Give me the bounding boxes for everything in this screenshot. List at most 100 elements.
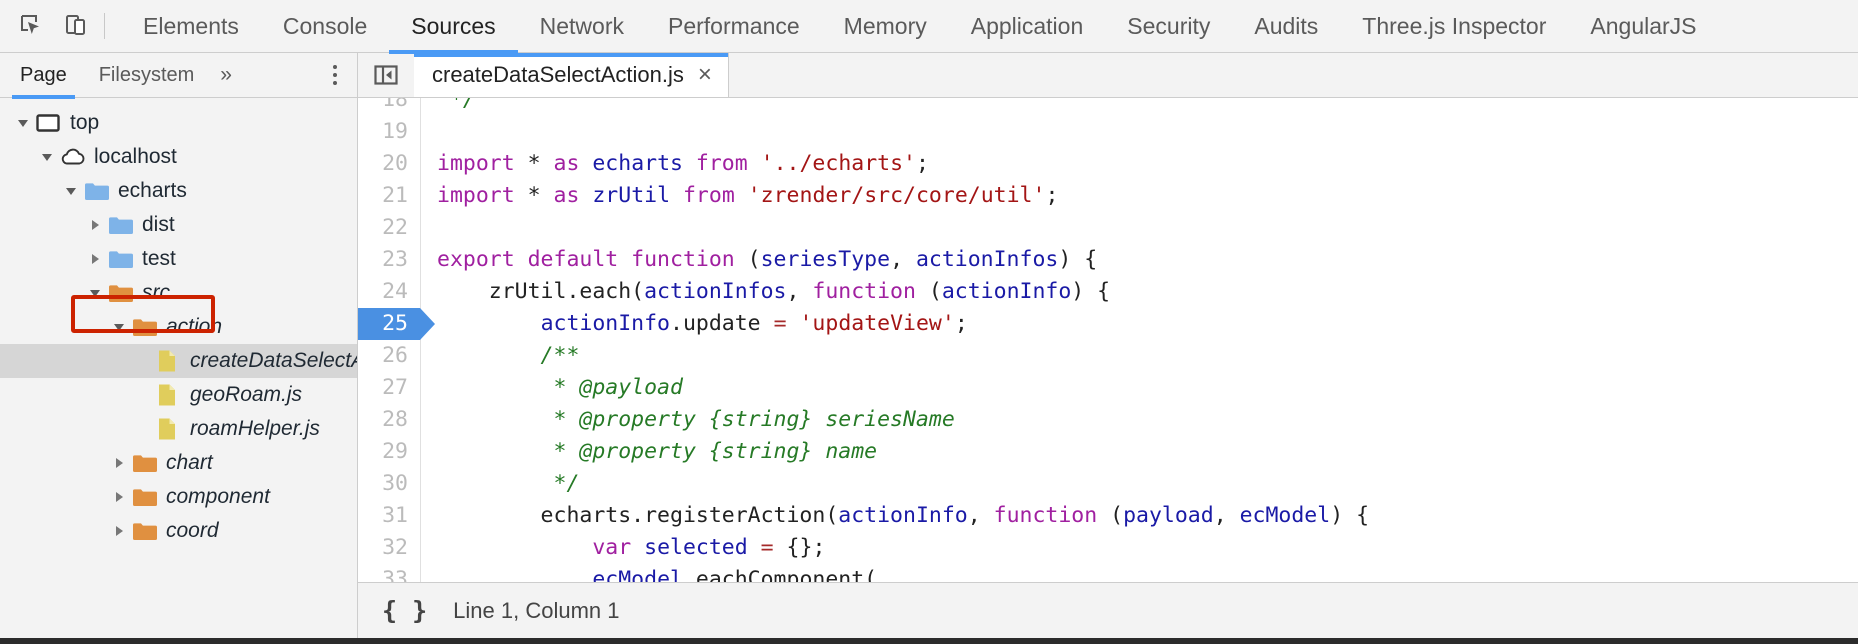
twisty-open-icon[interactable] [58, 184, 84, 198]
navigator-pane: Page Filesystem » top localhost [0, 53, 358, 638]
line-number[interactable]: 22 [358, 212, 420, 244]
line-number[interactable]: 23 [358, 244, 420, 276]
file-js-icon [156, 417, 182, 441]
tree-item-top[interactable]: top [0, 106, 357, 140]
tab-label: Performance [668, 12, 800, 39]
tree-item-label: roamHelper.js [190, 417, 320, 440]
twisty-open-icon[interactable] [106, 320, 132, 334]
twisty-closed-icon[interactable] [106, 456, 132, 470]
line-number[interactable]: 29 [358, 436, 420, 468]
line-number[interactable]: 21 [358, 180, 420, 212]
nav-tab-page[interactable]: Page [4, 53, 83, 99]
tree-item-label: top [70, 111, 100, 134]
close-icon[interactable]: × [697, 61, 712, 88]
line-number[interactable]: 30 [358, 468, 420, 500]
nav-tab-filesystem[interactable]: Filesystem [83, 53, 211, 98]
tab-angularjs[interactable]: AngularJS [1568, 0, 1718, 53]
tab-label: Audits [1254, 12, 1319, 39]
twisty-closed-icon[interactable] [82, 218, 108, 232]
tree-item-label: component [166, 485, 270, 508]
tab-label: AngularJS [1590, 12, 1697, 39]
line-content: var selected = {}; [592, 535, 826, 560]
code-line: 26 /** [358, 340, 1858, 372]
line-number[interactable]: 26 [358, 340, 420, 372]
toolbar-divider [104, 13, 105, 39]
tree-item-src[interactable]: src [0, 276, 357, 310]
editor-file-tab[interactable]: createDataSelectAction.js × [414, 53, 729, 97]
code-line: 24 zrUtil.each(actionInfos, function (ac… [358, 276, 1858, 308]
tab-label: Three.js Inspector [1362, 12, 1547, 39]
line-number[interactable]: 31 [358, 500, 420, 532]
code-line: 33 ecModel.eachComponent( [358, 564, 1858, 582]
folder-icon [84, 181, 110, 201]
editor-tabbar: createDataSelectAction.js × [358, 53, 1858, 98]
twisty-closed-icon[interactable] [82, 252, 108, 266]
tree-item-action[interactable]: action [0, 310, 357, 344]
line-number[interactable]: 28 [358, 404, 420, 436]
tree-item-label: coord [166, 519, 219, 542]
tab-memory[interactable]: Memory [822, 0, 949, 53]
line-content: export default function (seriesType, act… [437, 247, 1098, 272]
line-content: ecModel.eachComponent( [592, 567, 878, 582]
tab-security[interactable]: Security [1105, 0, 1232, 53]
tab-label: Sources [411, 12, 496, 39]
twisty-open-icon[interactable] [34, 150, 60, 164]
tab-sources[interactable]: Sources [389, 0, 519, 54]
tree-item-label: createDataSelectAction.js [190, 349, 357, 372]
line-number[interactable]: 33 [358, 564, 420, 582]
tree-item-dist[interactable]: dist [0, 208, 357, 242]
tab-audits[interactable]: Audits [1232, 0, 1340, 53]
code-line: 32 var selected = {}; [358, 532, 1858, 564]
tree-item-component[interactable]: component [0, 480, 357, 514]
tab-application[interactable]: Application [949, 0, 1106, 53]
tab-elements[interactable]: Elements [121, 0, 261, 53]
show-navigator-icon[interactable] [358, 53, 414, 97]
line-number[interactable]: 20 [358, 148, 420, 180]
line-content: */ [437, 471, 580, 496]
code-line: 19 [358, 116, 1858, 148]
device-toolbar-icon[interactable] [54, 4, 98, 48]
tab-label: Memory [843, 12, 927, 39]
tree-item-label: echarts [118, 179, 187, 202]
tab-label: Elements [143, 12, 239, 39]
tree-item-georoam[interactable]: geoRoam.js [0, 378, 357, 412]
tab-performance[interactable]: Performance [646, 0, 822, 53]
tree-item-label: src [142, 281, 170, 304]
tree-item-createdataselectaction[interactable]: createDataSelectAction.js [0, 344, 357, 378]
line-number[interactable]: 18 [358, 98, 420, 116]
breakpoint-marker[interactable]: 25 [358, 308, 435, 340]
folder-icon [108, 283, 134, 303]
nav-tab-label: Filesystem [98, 63, 195, 86]
inspect-cursor-icon[interactable] [10, 4, 54, 48]
folder-icon [132, 487, 158, 507]
tree-item-roamhelper[interactable]: roamHelper.js [0, 412, 357, 446]
tab-network[interactable]: Network [518, 0, 646, 53]
file-js-icon [156, 349, 182, 373]
tree-item-coord[interactable]: coord [0, 514, 357, 548]
folder-icon [108, 249, 134, 269]
twisty-closed-icon[interactable] [106, 524, 132, 538]
line-number[interactable]: 19 [358, 116, 420, 148]
tree-item-localhost[interactable]: localhost [0, 140, 357, 174]
kebab-menu-icon[interactable] [327, 59, 343, 91]
line-number[interactable]: 32 [358, 532, 420, 564]
nav-more-tabs-icon[interactable]: » [220, 63, 232, 86]
line-number[interactable]: 27 [358, 372, 420, 404]
tree-item-echarts[interactable]: echarts [0, 174, 357, 208]
twisty-open-icon[interactable] [10, 116, 36, 130]
tab-console[interactable]: Console [261, 0, 389, 53]
folder-icon [132, 453, 158, 473]
twisty-closed-icon[interactable] [106, 490, 132, 504]
tree-item-test[interactable]: test [0, 242, 357, 276]
tree-item-label: localhost [94, 145, 177, 168]
file-tree: top localhost echarts [0, 98, 357, 638]
tab-label: Console [282, 12, 368, 39]
twisty-open-icon[interactable] [82, 286, 108, 300]
tab-threejs-inspector[interactable]: Three.js Inspector [1340, 0, 1568, 53]
tree-item-chart[interactable]: chart [0, 446, 357, 480]
pretty-print-icon[interactable]: { } [382, 596, 428, 625]
line-number[interactable]: 24 [358, 276, 420, 308]
